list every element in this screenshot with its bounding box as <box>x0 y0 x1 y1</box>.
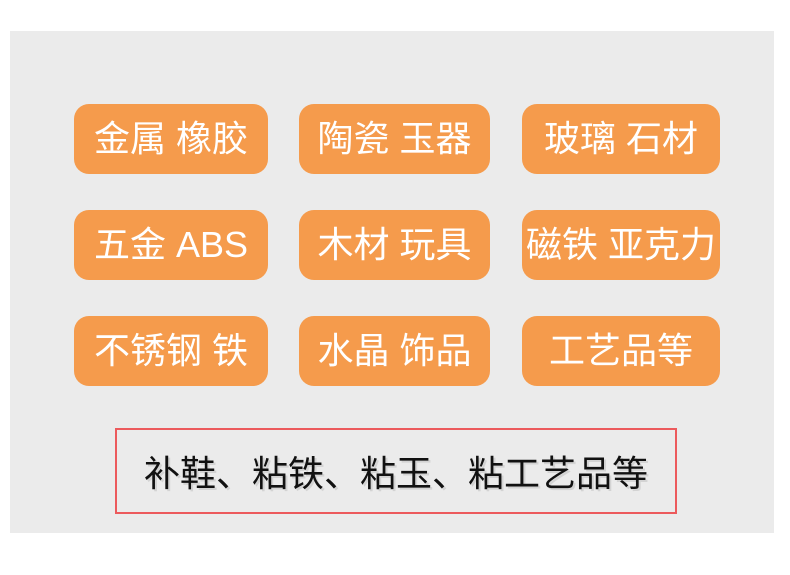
material-badge-hardware-abs: 五金 ABS <box>74 210 268 280</box>
material-badge-wood-toys: 木材 玩具 <box>299 210 490 280</box>
material-badge-magnet-acrylic: 磁铁 亚克力 <box>522 210 720 280</box>
material-badge-stainless-iron: 不锈钢 铁 <box>74 316 268 386</box>
usage-summary-text: 补鞋、粘铁、粘玉、粘工艺品等 <box>143 453 648 494</box>
material-badge-crafts: 工艺品等 <box>522 316 720 386</box>
material-badge-crystal-ornaments: 水晶 饰品 <box>299 316 490 386</box>
content-panel: 金属 橡胶 陶瓷 玉器 玻璃 石材 五金 ABS 木材 玩具 磁铁 亚克力 不锈… <box>10 31 774 533</box>
material-badge-ceramic-jade: 陶瓷 玉器 <box>299 104 490 174</box>
usage-summary-box: 补鞋、粘铁、粘玉、粘工艺品等 <box>115 428 677 514</box>
material-badge-glass-stone: 玻璃 石材 <box>522 104 720 174</box>
material-badge-metal-rubber: 金属 橡胶 <box>74 104 268 174</box>
